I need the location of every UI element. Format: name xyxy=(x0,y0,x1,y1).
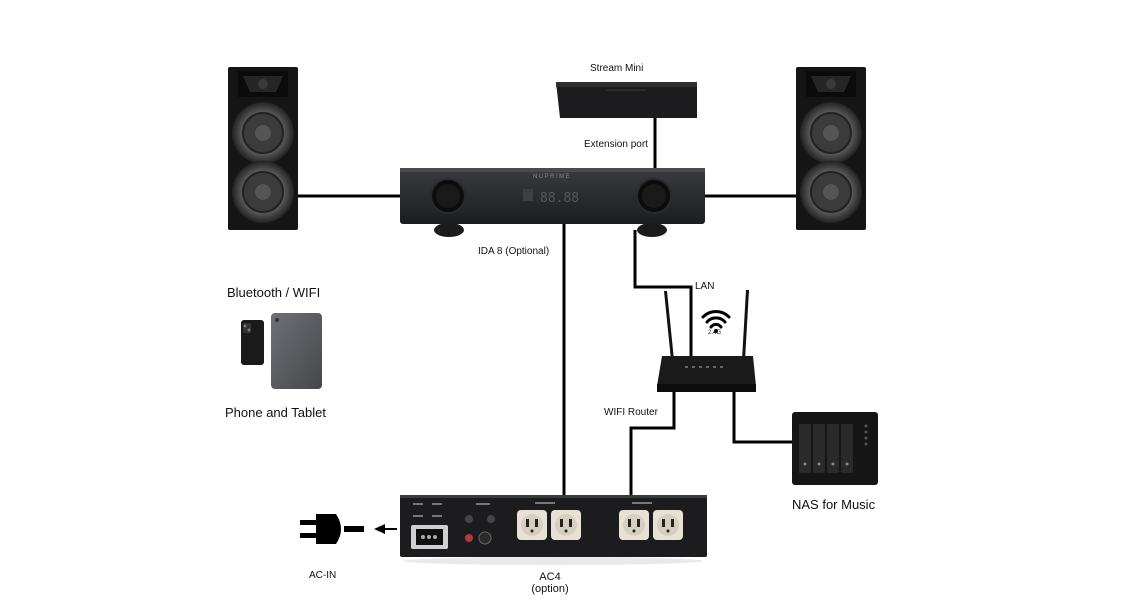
ac4-option: (option) xyxy=(531,583,569,595)
phone-tablet-label: Phone and Tablet xyxy=(225,405,326,420)
ac4-outlet xyxy=(653,510,683,540)
wifi-router-label: WIFI Router xyxy=(604,407,658,418)
amplifier-icon: 88.88 NUPRIME xyxy=(400,168,705,237)
wifi-icon xyxy=(701,310,731,333)
left-speaker-icon xyxy=(228,67,298,230)
stream-mini-label: Stream Mini xyxy=(590,63,644,74)
arrow-left-icon xyxy=(374,524,397,534)
cable-router-to-nas xyxy=(732,392,795,444)
phone-icon xyxy=(241,320,264,365)
router-icon xyxy=(657,290,756,392)
wifi-band-label: 2.4G xyxy=(708,330,722,336)
lan-label: LAN xyxy=(695,281,715,292)
cables xyxy=(297,118,797,518)
ac4-outlet xyxy=(619,510,649,540)
right-speaker-icon xyxy=(796,67,866,230)
cable-lan xyxy=(633,230,693,356)
amp-brand: NUPRIME xyxy=(533,174,571,180)
ac-in-label: AC-IN xyxy=(309,570,337,581)
ac4-outlet xyxy=(517,510,547,540)
amp-display: 88.88 xyxy=(540,191,579,206)
ac4-title: AC4 xyxy=(539,571,561,583)
power-plug-icon xyxy=(300,514,364,544)
extension-port-label: Extension port xyxy=(584,139,648,150)
cable-router-to-ac4 xyxy=(629,392,676,518)
ida8-label: IDA 8 (Optional) xyxy=(478,246,550,257)
nas-label: NAS for Music xyxy=(792,497,876,512)
ac4-label: AC4 (option) xyxy=(522,571,578,595)
tablet-icon xyxy=(271,313,322,389)
nas-icon xyxy=(792,412,878,485)
ac4-outlet xyxy=(551,510,581,540)
bluetooth-wifi-label: Bluetooth / WIFI xyxy=(227,285,321,300)
stream-mini-icon xyxy=(556,82,697,118)
power-conditioner-icon xyxy=(400,495,707,565)
